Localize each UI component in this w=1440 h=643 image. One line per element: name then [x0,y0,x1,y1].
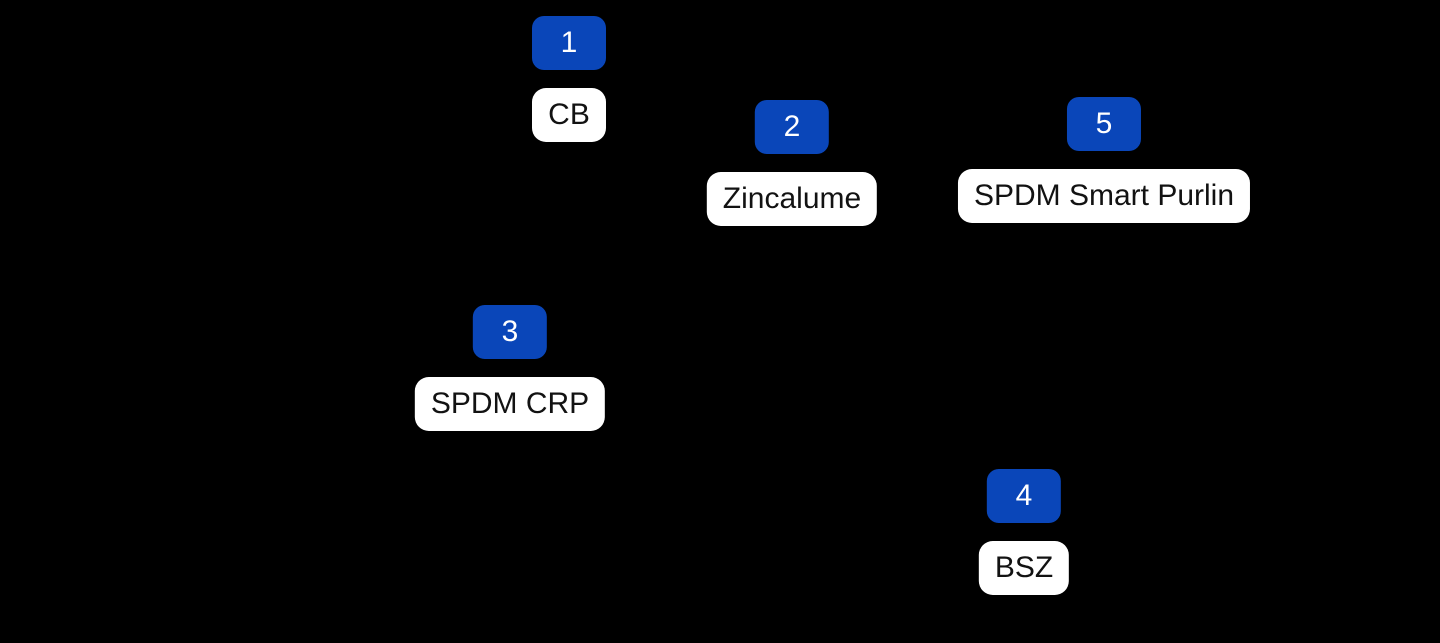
part-label-bsz: BSZ [978,541,1070,595]
hotspot-badge-2[interactable]: 2 [754,100,829,154]
part-label-spdm-smart-purlin: SPDM Smart Purlin [957,169,1251,223]
hotspot-badge-5[interactable]: 5 [1067,97,1141,151]
marker-group-4: 4 BSZ [978,469,1070,595]
part-label-zincalume: Zincalume [706,172,878,226]
hotspot-badge-4[interactable]: 4 [986,469,1061,523]
part-label-spdm-crp: SPDM CRP [414,377,606,431]
hotspot-badge-1[interactable]: 1 [532,16,606,70]
part-label-cb: CB [532,88,606,142]
hotspot-badge-3[interactable]: 3 [472,305,547,359]
marker-group-5: 5 SPDM Smart Purlin [957,97,1251,223]
marker-group-1: 1 CB [532,16,606,142]
marker-group-3: 3 SPDM CRP [414,305,606,431]
marker-group-2: 2 Zincalume [706,100,878,226]
